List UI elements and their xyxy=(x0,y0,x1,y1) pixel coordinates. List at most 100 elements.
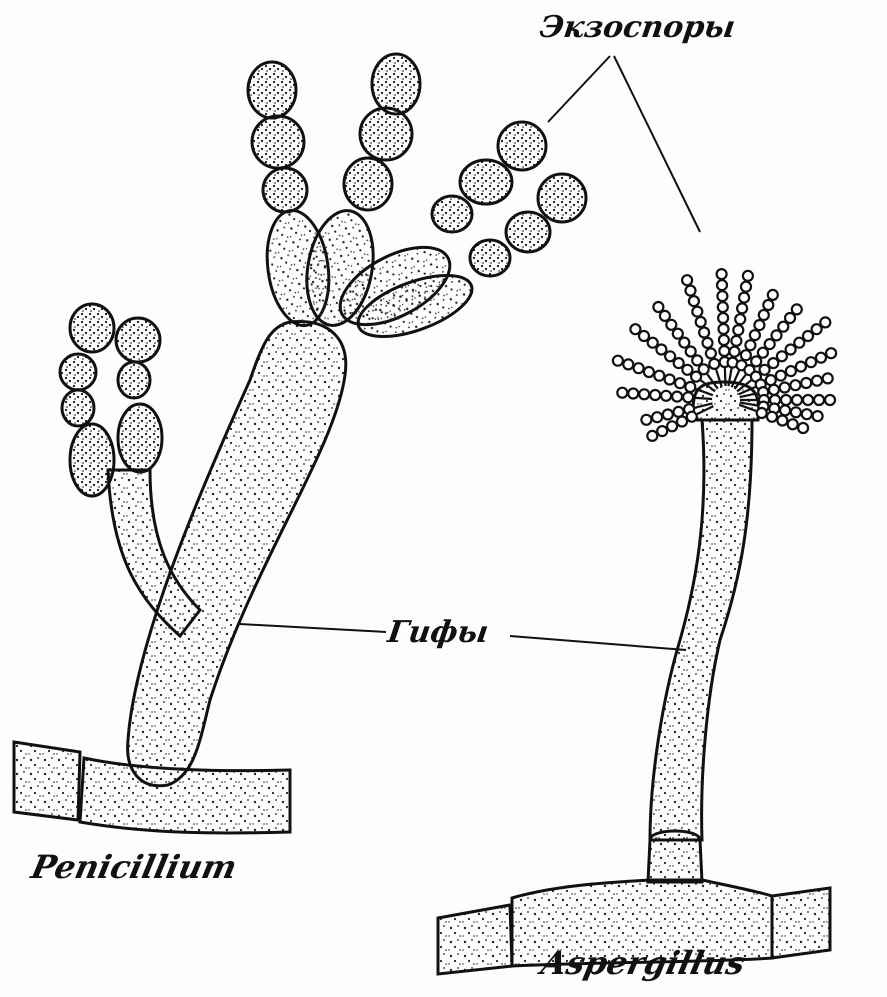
aspergillus-spore xyxy=(617,388,627,398)
aspergillus-spore xyxy=(709,359,719,369)
aspergillus-spore xyxy=(765,339,775,349)
aspergillus-spore xyxy=(730,347,740,357)
aspergillus-spore xyxy=(754,320,764,330)
aspergillus-spore xyxy=(675,378,685,388)
aspergillus-spore xyxy=(777,351,787,361)
hyphae-label: Гифы xyxy=(386,615,491,650)
aspergillus-spore xyxy=(717,291,727,301)
aspergillus-spore xyxy=(686,286,696,296)
aspergillus-spore xyxy=(648,338,658,348)
aspergillus-spore xyxy=(741,350,751,360)
aspergillus-spore xyxy=(672,392,682,402)
aspergillus-spore xyxy=(656,345,666,355)
aspergillus-spore xyxy=(768,290,778,300)
penicillium-spore-chain xyxy=(344,54,420,210)
aspergillus-spore xyxy=(692,307,702,317)
aspergillus-spore xyxy=(751,356,761,366)
aspergillus-spore xyxy=(673,329,683,339)
aspergillus-spore xyxy=(772,330,782,340)
penicillium-base-hypha-left xyxy=(14,742,80,820)
aspergillus-spore xyxy=(794,338,804,348)
aspergillus-spore xyxy=(802,409,812,419)
aspergillus-spore xyxy=(719,324,729,334)
aspergillus-spore xyxy=(623,359,633,369)
aspergillus-spore xyxy=(630,324,640,334)
aspergillus-spore xyxy=(781,395,791,405)
aspergillus-spore xyxy=(814,395,824,405)
aspergillus-spore xyxy=(667,421,677,431)
aspergillus-spore xyxy=(812,376,822,386)
aspergillus-spore xyxy=(644,367,654,377)
aspergillus-spore xyxy=(718,302,728,312)
penicillium-spore-chain xyxy=(116,318,162,472)
aspergillus-spore xyxy=(812,324,822,334)
aspergillus-spore xyxy=(660,311,670,321)
aspergillus-spore xyxy=(682,365,692,375)
aspergillus-spore xyxy=(652,412,662,422)
aspergillus-spore xyxy=(786,345,796,355)
aspergillus-spore xyxy=(735,314,745,324)
aspergillus-spore xyxy=(820,317,830,327)
aspergillus-spore xyxy=(798,423,808,433)
penicillium-spore-chain xyxy=(248,62,307,212)
aspergillus-spore xyxy=(780,383,790,393)
aspergillus-spore xyxy=(767,412,777,422)
aspergillus-spore xyxy=(733,325,743,335)
aspergillus-spore xyxy=(780,405,790,415)
aspergillus-spore xyxy=(737,303,747,313)
aspergillus-spore xyxy=(679,338,689,348)
aspergillus-spore xyxy=(666,320,676,330)
aspergillus-spore xyxy=(731,336,741,346)
aspergillus-spore xyxy=(717,269,727,279)
aspergillus-spore xyxy=(766,375,776,385)
aspergillus-spore xyxy=(641,415,651,425)
aspergillus-spore xyxy=(706,348,716,358)
aspergillus-spore xyxy=(791,407,801,417)
aspergillus-spore xyxy=(692,355,702,365)
aspergillus-spore xyxy=(657,426,667,436)
aspergillus-spore xyxy=(703,338,713,348)
aspergillus-spore xyxy=(806,357,816,367)
aspergillus-spore xyxy=(792,304,802,314)
aspergillus-spore xyxy=(639,389,649,399)
aspergillus-spore xyxy=(718,313,728,323)
aspergillus-base-hypha-left xyxy=(438,905,512,974)
aspergillus-spore xyxy=(665,375,675,385)
aspergillus-spore xyxy=(759,310,769,320)
aspergillus-spore xyxy=(760,365,770,375)
aspergillus-spore xyxy=(691,372,701,382)
aspergillus-spore xyxy=(685,382,695,392)
aspergillus-spore xyxy=(743,271,753,281)
hyphae-leader-aspergillus xyxy=(510,636,686,650)
aspergillus-spore xyxy=(745,340,755,350)
aspergillus-spore xyxy=(650,390,660,400)
penicillium-spore-chain xyxy=(60,304,114,496)
aspergillus-spore xyxy=(689,296,699,306)
penicillium-label: Penicillium xyxy=(28,848,240,886)
aspergillus-spore xyxy=(763,300,773,310)
aspergillus-spore xyxy=(719,335,729,345)
aspergillus-spore xyxy=(776,371,786,381)
aspergillus-spore xyxy=(665,351,675,361)
aspergillus-spore xyxy=(825,395,835,405)
exospores-label: Экзоспоры xyxy=(538,10,738,45)
aspergillus-spore xyxy=(663,410,673,420)
exospore-leader-aspergillus xyxy=(614,56,700,232)
aspergillus-spore xyxy=(699,328,709,338)
aspergillus-spore xyxy=(687,412,697,422)
aspergillus-spore xyxy=(654,371,664,381)
aspergillus-spore xyxy=(777,416,787,426)
aspergillus-spore xyxy=(813,411,823,421)
aspergillus-spore xyxy=(653,302,663,312)
aspergillus-spore xyxy=(769,385,779,395)
aspergillus-spore xyxy=(696,317,706,327)
aspergillus-spore xyxy=(750,330,760,340)
aspergillus-spore xyxy=(801,378,811,388)
aspergillus-drawing xyxy=(438,382,830,974)
aspergillus-spore xyxy=(792,395,802,405)
aspergillus-spore xyxy=(717,280,727,290)
aspergillus-main-hypha xyxy=(650,420,752,840)
aspergillus-spore xyxy=(823,373,833,383)
aspergillus-spore xyxy=(719,346,729,356)
